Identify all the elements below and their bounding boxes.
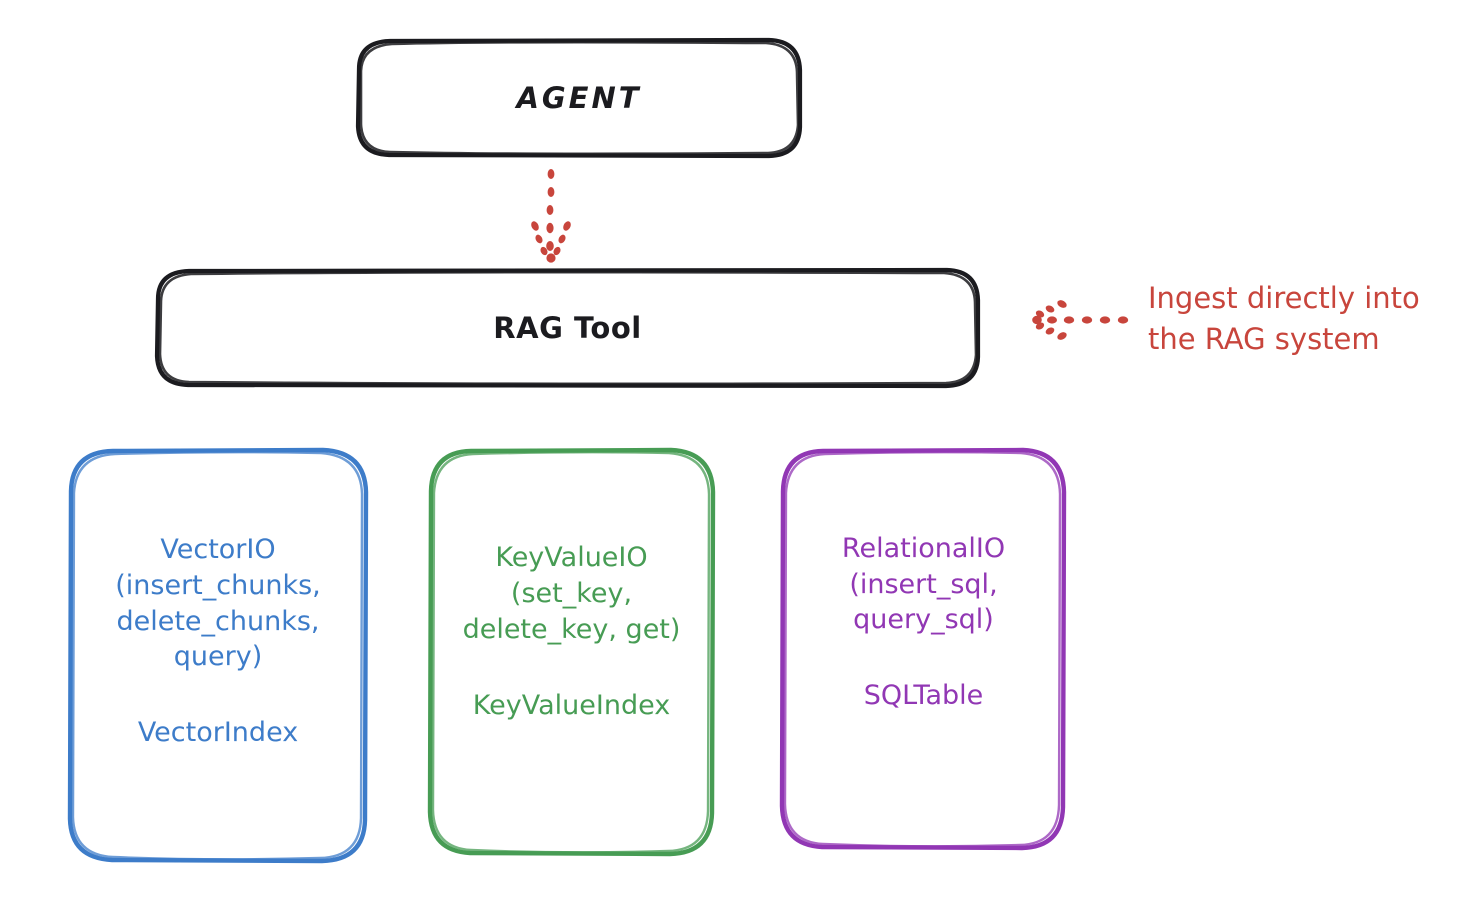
relational-io-api-label: RelationalIO (insert_sql, query_sql) [841, 532, 1006, 636]
keyvalue-io-node[interactable]: KeyValueIO (set_key, delete_key, get) Ke… [430, 450, 713, 855]
agent-node[interactable]: AGENT [358, 40, 800, 156]
rag-tool-node[interactable]: RAG Tool [157, 270, 978, 386]
rag-tool-label: RAG Tool [493, 311, 642, 345]
keyvalue-io-body: KeyValueIO (set_key, delete_key, get) Ke… [430, 540, 713, 721]
vector-index-label: VectorIndex [137, 717, 299, 749]
agent-box-outline [355, 37, 803, 159]
vector-io-body: VectorIO (insert_chunks, delete_chunks, … [70, 532, 366, 749]
arrow-agent-to-ragtool [531, 169, 571, 263]
sql-table-label: SQLTable [863, 680, 984, 712]
vector-io-api-label: VectorIO (insert_chunks, delete_chunks, … [115, 533, 321, 673]
rag-tool-box-outline [154, 267, 981, 389]
agent-label: AGENT [516, 81, 642, 115]
keyvalue-io-api-label: KeyValueIO (set_key, delete_key, get) [462, 542, 681, 645]
ingest-annotation: Ingest directly into the RAG system [1148, 281, 1420, 357]
vector-io-node[interactable]: VectorIO (insert_chunks, delete_chunks, … [70, 450, 366, 862]
vector-box-outline [67, 447, 369, 864]
keyvalue-box-outline [427, 447, 716, 857]
relational-io-node[interactable]: RelationalIO (insert_sql, query_sql) SQL… [783, 450, 1064, 848]
relational-io-body: RelationalIO (insert_sql, query_sql) SQL… [783, 531, 1064, 712]
keyvalue-index-label: KeyValueIndex [472, 689, 671, 721]
relational-box-outline [779, 447, 1067, 851]
arrow-ingest-to-ragtool [1032, 300, 1129, 340]
